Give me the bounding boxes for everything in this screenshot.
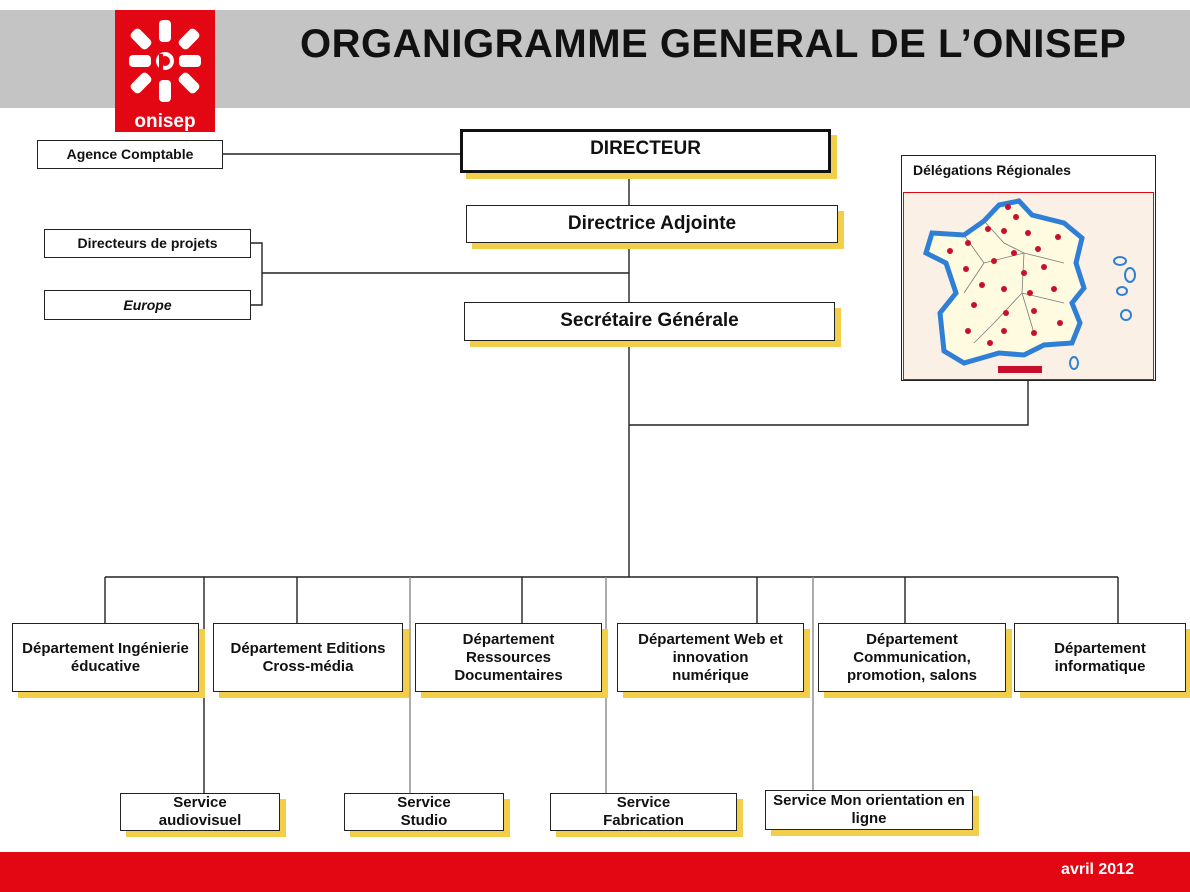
box-directrice-adjointe: Directrice Adjointe xyxy=(466,205,838,243)
box-europe: Europe xyxy=(44,290,251,320)
delegations-title: Délégations Régionales xyxy=(913,162,1071,178)
footer-band xyxy=(0,852,1190,892)
box-service-fabrication: Service Fabrication xyxy=(550,793,737,831)
box-dept-web: Département Web et innovation numérique xyxy=(617,623,804,692)
box-dept-ressources: Département Ressources Documentaires xyxy=(415,623,602,692)
box-secretaire-generale: Secrétaire Générale xyxy=(464,302,835,341)
box-service-studio: Service Studio xyxy=(344,793,504,831)
box-directeurs-projets: Directeurs de projets xyxy=(44,229,251,258)
page-title: ORGANIGRAMME GENERAL DE L’ONISEP xyxy=(300,22,1127,66)
box-service-orientation: Service Mon orientation en ligne xyxy=(765,790,973,830)
box-agence-comptable: Agence Comptable xyxy=(37,140,223,169)
france-map xyxy=(903,192,1154,380)
box-service-audiovisuel: Service audiovisuel xyxy=(120,793,280,831)
footer-date: avril 2012 xyxy=(1061,861,1134,878)
box-dept-ingenierie: Département Ingénierie éducative xyxy=(12,623,199,692)
box-directeur: DIRECTEUR xyxy=(460,129,831,173)
onisep-logo: onisep xyxy=(115,10,215,132)
box-dept-editions: Département Editions Cross-média xyxy=(213,623,403,692)
box-dept-communication: Département Communication, promotion, sa… xyxy=(818,623,1006,692)
logo-wordmark: onisep xyxy=(134,111,195,132)
box-dept-informatique: Département informatique xyxy=(1014,623,1186,692)
